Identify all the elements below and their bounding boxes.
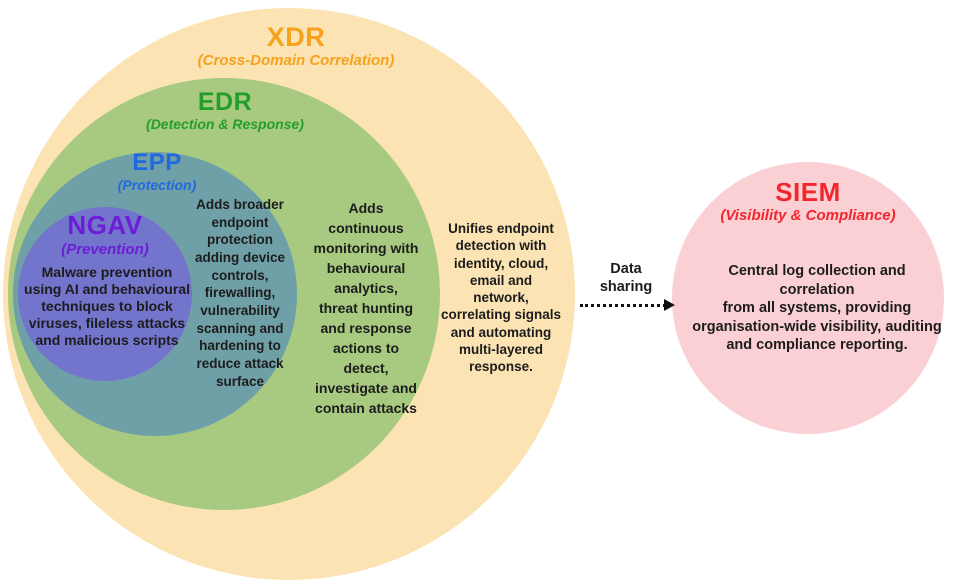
siem-title: SIEM — [775, 177, 841, 207]
siem-circle — [672, 162, 944, 434]
xdr-title: XDR — [266, 22, 326, 52]
siem-description: Central log collection and correlation f… — [692, 263, 942, 354]
data-sharing-arrow-line — [580, 304, 666, 307]
epp-description: Adds broader endpoint protection adding … — [194, 197, 286, 389]
data-sharing-arrowhead-icon — [664, 299, 675, 311]
siem-subtitle: (Visibility & Compliance) — [720, 207, 896, 224]
epp-title: EPP — [132, 149, 182, 176]
ngav-circle — [18, 207, 192, 381]
ngav-description: Malware prevention using AI and behaviou… — [24, 264, 190, 349]
ngav-subtitle: (Prevention) — [61, 241, 149, 258]
edr-description: Adds continuous monitoring with behaviou… — [313, 200, 419, 417]
edr-title: EDR — [197, 88, 253, 116]
edr-subtitle: (Detection & Response) — [146, 116, 304, 132]
xdr-subtitle: (Cross-Domain Correlation) — [197, 52, 395, 69]
epp-subtitle: (Protection) — [117, 177, 197, 193]
ngav-title: NGAV — [67, 210, 143, 240]
data-sharing-label: Data sharing — [599, 261, 653, 296]
xdr-description: Unifies endpoint detection with identity… — [440, 221, 562, 375]
